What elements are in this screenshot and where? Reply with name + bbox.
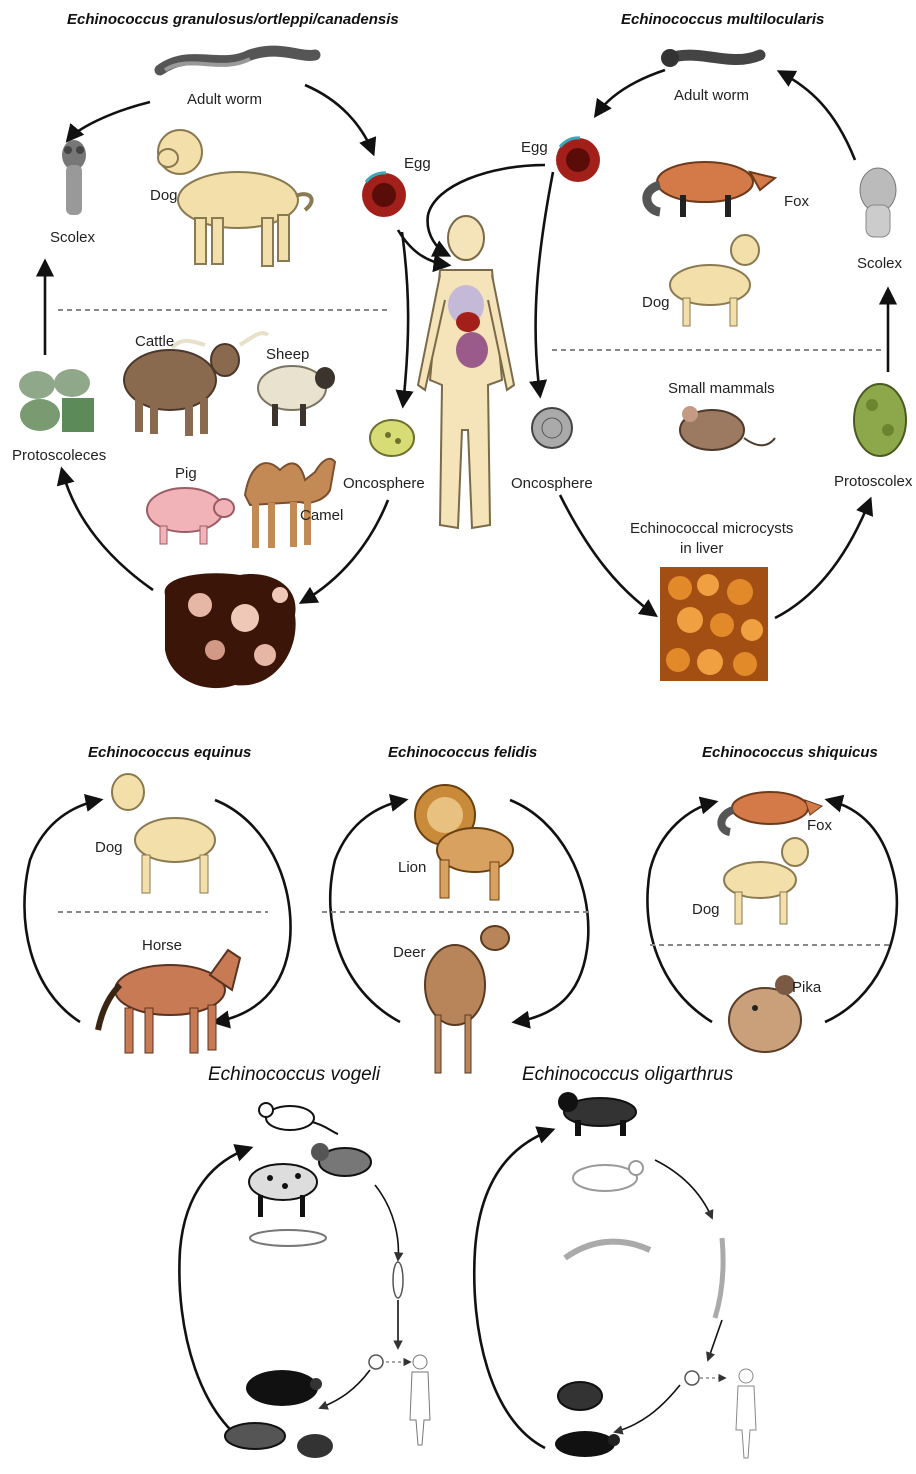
panel-vogeli: Echinococcus vogeli: [179, 1064, 430, 1458]
label-fox-m: Fox: [784, 193, 810, 210]
camel-illustration: [245, 459, 335, 548]
arrow-dog-to-horse: [215, 800, 291, 1022]
human-figure: [418, 216, 514, 528]
label-microcysts-line1: Echinococcal microcysts: [630, 520, 793, 537]
adult-worm-illustration: [160, 51, 315, 70]
label-camel: Camel: [300, 507, 343, 524]
label-lion: Lion: [398, 859, 426, 876]
bush-dog-illustration: [259, 1103, 338, 1134]
ocelot-illustration: [573, 1161, 643, 1191]
pig-illustration: [147, 488, 234, 544]
jaguar-illustration: [249, 1164, 317, 1217]
arrow-oligarthrus-to-agouti: [615, 1385, 680, 1432]
arrow-oligarthrus-right-1: [655, 1160, 712, 1218]
label-adult-worm: Adult worm: [187, 91, 262, 108]
scolex-illustration: [62, 140, 86, 215]
dog-illustration: [158, 130, 312, 266]
panel-shiquicus: Echinococcus shiquicus Fox Dog Pika: [648, 744, 897, 1052]
worm-vogeli-illustration: [250, 1230, 326, 1246]
label-sheep: Sheep: [266, 346, 309, 363]
human-vogeli-illustration: [410, 1355, 430, 1445]
arrow-vogeli-right-1: [375, 1185, 398, 1260]
wild-cat-illustration: [311, 1143, 371, 1176]
deer-illustration: [425, 926, 509, 1073]
panel-oligarthrus: Echinococcus oligarthrus: [474, 1064, 756, 1458]
human-oligarthrus-illustration: [736, 1369, 756, 1458]
sheep-illustration: [258, 366, 335, 426]
worm-oligarthrus-illustration: [565, 1238, 723, 1318]
label-pig: Pig: [175, 465, 197, 482]
label-pika: Pika: [792, 979, 822, 996]
label-egg-m: Egg: [521, 139, 548, 156]
title-granulosus: Echinococcus granulosus/ortleppi/canaden…: [67, 11, 399, 28]
adult-worm-m-illustration: [661, 49, 760, 67]
arrow-oncosphere-to-microcysts: [560, 495, 655, 615]
dog-shiquicus-illustration: [724, 838, 808, 924]
title-multilocularis: Echinococcus multilocularis: [621, 11, 824, 28]
lion-illustration: [415, 785, 513, 900]
egg-m-illustration: [556, 138, 600, 182]
microcysts-liver-illustration: [660, 567, 768, 681]
panel-equinus: Echinococcus equinus Dog Horse: [24, 744, 290, 1053]
scolex-m-illustration: [860, 168, 896, 237]
egg-oligarthrus-illustration: [685, 1371, 699, 1385]
paca-illustration: [225, 1370, 333, 1458]
pika-illustration: [729, 975, 801, 1052]
arrow-egg-to-oncosphere: [402, 232, 408, 405]
agouti-illustration: [555, 1382, 620, 1457]
label-oncosphere: Oncosphere: [343, 475, 425, 492]
arrow-egg-to-human-m: [428, 165, 545, 255]
dog-m-illustration: [670, 235, 759, 326]
arrow-vogeli-left: [179, 1148, 255, 1448]
label-dog-m: Dog: [642, 294, 670, 311]
mouse-illustration: [680, 406, 775, 450]
label-small-mammals: Small mammals: [668, 380, 775, 397]
label-fox-shiquicus: Fox: [807, 817, 833, 834]
label-microcysts-line2: in liver: [680, 540, 723, 557]
protoscoleces-illustration: [19, 369, 94, 432]
label-oncosphere-m: Oncosphere: [511, 475, 593, 492]
arrow-vogeli-to-paca: [320, 1370, 370, 1408]
label-protoscoleces: Protoscoleces: [12, 447, 106, 464]
fox-illustration: [647, 162, 775, 217]
oncosphere-illustration: [370, 420, 414, 456]
label-egg: Egg: [404, 155, 431, 172]
label-horse: Horse: [142, 937, 182, 954]
title-vogeli: Echinococcus vogeli: [208, 1064, 381, 1085]
label-scolex-m: Scolex: [857, 255, 903, 272]
title-equinus: Echinococcus equinus: [88, 744, 251, 761]
label-scolex: Scolex: [50, 229, 96, 246]
arrow-microcysts-to-protoscolex: [775, 500, 870, 618]
title-felidis: Echinococcus felidis: [388, 744, 537, 761]
label-protoscolex: Protoscolex: [834, 473, 913, 490]
label-deer: Deer: [393, 944, 426, 961]
arrow-egg-to-oncosphere-m: [536, 172, 553, 395]
horse-illustration: [98, 950, 240, 1053]
label-cattle: Cattle: [135, 333, 174, 350]
arrow-oligarthrus-left: [474, 1130, 552, 1448]
arrow-scolex-to-worm-m: [780, 72, 855, 160]
title-shiquicus: Echinococcus shiquicus: [702, 744, 878, 761]
title-oligarthrus: Echinococcus oligarthrus: [522, 1064, 734, 1085]
puma-illustration: [558, 1092, 636, 1136]
arrow-cyst-to-protoscoleces: [62, 470, 153, 590]
label-adult-worm-m: Adult worm: [674, 87, 749, 104]
oncosphere-m-illustration: [532, 408, 572, 448]
label-dog: Dog: [150, 187, 178, 204]
egg-illustration: [362, 173, 406, 217]
protoscolex-illustration: [854, 384, 906, 456]
arrow-worm-to-egg: [305, 85, 373, 153]
arrow-scolex-to-worm: [68, 102, 150, 140]
panel-felidis: Echinococcus felidis Lion Deer: [322, 744, 590, 1073]
label-dog-shiquicus: Dog: [692, 901, 720, 918]
hydatid-cyst-liver-illustration: [165, 573, 296, 688]
dog-equinus-illustration: [112, 774, 215, 893]
arrow-pika-to-fox-right: [825, 800, 897, 1022]
arrow-worm-to-egg-m: [596, 70, 665, 115]
arrow-oligarthrus-right-2: [708, 1320, 722, 1360]
panel-granulosus: Echinococcus granulosus/ortleppi/canaden…: [12, 11, 448, 688]
label-dog-equinus: Dog: [95, 839, 123, 856]
